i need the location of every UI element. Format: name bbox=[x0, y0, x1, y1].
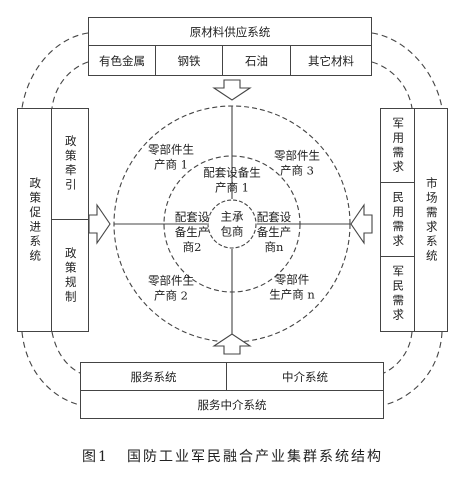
market-item-military: 军用需求 bbox=[381, 109, 415, 183]
policy-item-regulation: 政策规制 bbox=[63, 246, 78, 305]
supply-item-other: 其它材料 bbox=[308, 53, 354, 68]
equipment-maker-n-label-line-1: 配套设 bbox=[257, 210, 292, 224]
parts-maker-2-label-line-1: 零部件生 bbox=[148, 274, 194, 288]
service-item-service: 服务系统 bbox=[81, 363, 227, 391]
equipment-maker-1-label: 配套设备生产商 1 bbox=[203, 166, 261, 195]
supply-item-nonferrous: 有色金属 bbox=[89, 46, 156, 75]
dashed-loop-top-right-inner bbox=[371, 61, 413, 109]
parts-maker-3-label: 零部件生产商 3 bbox=[274, 149, 320, 178]
parts-maker-1-label-line-1: 零部件生 bbox=[148, 143, 194, 157]
parts-maker-1-label-line-2: 产商 1 bbox=[154, 158, 188, 172]
supply-item-steel: 钢铁 bbox=[156, 46, 223, 75]
prime-contractor-label: 主承包商 bbox=[221, 210, 244, 239]
parts-maker-3-label-line-2: 产商 3 bbox=[280, 164, 314, 178]
prime-contractor-label-line-1: 主承 bbox=[221, 210, 244, 224]
dashed-loop-bottom-left bbox=[21, 331, 81, 406]
parts-maker-2-label-line-2: 产商 2 bbox=[154, 289, 188, 303]
supply-system-box: 原材料供应系统 有色金属 钢铁 石油 其它材料 bbox=[88, 17, 372, 76]
supply-item-petroleum: 石油 bbox=[223, 46, 291, 75]
supply-system-title: 原材料供应系统 bbox=[89, 18, 371, 46]
equipment-maker-2-label-line-1: 配套设 bbox=[175, 210, 210, 224]
parts-maker-3-label-line-1: 零部件生 bbox=[274, 149, 320, 163]
policy-system-box: 政策促进系统 政策牵引 政策规制 bbox=[17, 108, 89, 332]
dashed-loop-top-left bbox=[21, 32, 89, 109]
figure-title: 国防工业军民融合产业集群系统结构 bbox=[126, 449, 383, 465]
arrow-from-policy bbox=[88, 203, 111, 245]
arrow-from-market bbox=[350, 203, 373, 245]
market-item-civilian: 民用需求 bbox=[381, 183, 415, 257]
service-system-box: 服务系统 中介系统 服务中介系统 bbox=[80, 362, 384, 419]
service-item-intermediary: 中介系统 bbox=[227, 363, 383, 391]
figure-caption: 图1 国防工业军民融合产业集群系统结构 bbox=[0, 446, 465, 466]
figure-number: 图1 bbox=[82, 449, 109, 465]
dashed-loop-top-right bbox=[371, 32, 443, 109]
equipment-maker-2-label: 配套设备生产商2 bbox=[175, 210, 210, 254]
equipment-maker-n-label-line-3: 商n bbox=[265, 240, 284, 254]
equipment-maker-1-label-line-2: 产商 1 bbox=[215, 181, 249, 195]
equipment-maker-n-label: 配套设备生产商n bbox=[257, 210, 292, 254]
dashed-loop-bottom-right bbox=[383, 331, 443, 406]
dashed-loop-top-left-inner bbox=[51, 61, 89, 109]
market-system-box: 军用需求 民用需求 军民需求 市场需求系统 bbox=[380, 108, 448, 332]
policy-system-title: 政策促进系统 bbox=[18, 109, 52, 331]
parts-maker-n-label-line-1: 零部件 bbox=[275, 273, 310, 287]
equipment-maker-1-label-line-1: 配套设备生 bbox=[203, 166, 261, 180]
market-system-title: 市场需求系统 bbox=[424, 176, 439, 264]
market-item-military-civilian: 军民需求 bbox=[381, 257, 415, 331]
equipment-maker-2-label-line-2: 备生产 bbox=[175, 225, 210, 239]
prime-contractor-label-line-2: 包商 bbox=[221, 225, 244, 239]
service-system-title: 服务中介系统 bbox=[197, 397, 267, 412]
arrow-from-supply bbox=[212, 79, 252, 101]
equipment-maker-n-label-line-2: 备生产 bbox=[257, 225, 292, 239]
policy-item-guidance: 政策牵引 bbox=[52, 109, 88, 220]
arrow-from-service bbox=[212, 333, 252, 355]
parts-maker-n-label: 零部件生产商 n bbox=[269, 273, 315, 302]
dashed-loop-bottom-left-inner bbox=[51, 331, 81, 374]
parts-maker-1-label: 零部件生产商 1 bbox=[148, 143, 194, 172]
parts-maker-n-label-line-2: 生产商 n bbox=[269, 288, 315, 302]
equipment-maker-2-label-line-3: 商2 bbox=[183, 240, 202, 254]
center-circle bbox=[207, 199, 257, 249]
parts-maker-2-label: 零部件生产商 2 bbox=[148, 274, 194, 303]
dashed-loop-bottom-right-inner bbox=[383, 331, 413, 374]
